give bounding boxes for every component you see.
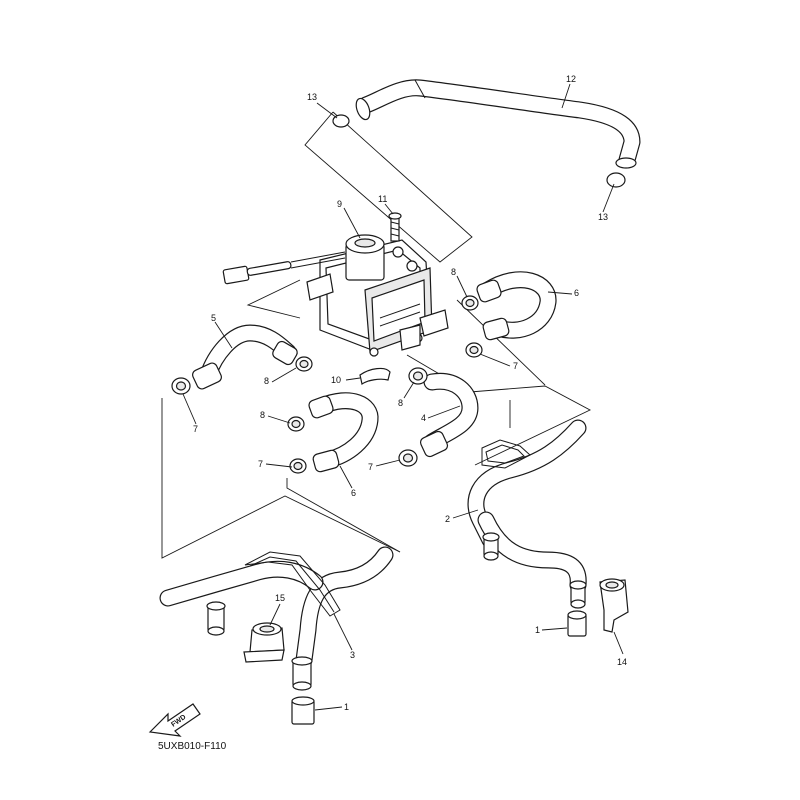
- callout-10: 10: [331, 375, 341, 385]
- clip-8-left: [295, 356, 313, 372]
- bolt-11: [388, 212, 402, 242]
- callout-9: 9: [337, 199, 342, 209]
- callout-2: 2: [445, 514, 450, 524]
- cap-1-right: [567, 610, 587, 637]
- callout-8: 8: [264, 376, 269, 386]
- callout-3: 3: [350, 650, 355, 660]
- callout-7: 7: [193, 424, 198, 434]
- pipe-3: [159, 546, 394, 691]
- clip-8-centre: [408, 367, 428, 385]
- hose-6-lower: [308, 392, 379, 473]
- callout-8: 8: [398, 398, 403, 408]
- callout-8: 8: [451, 267, 456, 277]
- clip-7-left: [171, 377, 191, 395]
- callout-1: 1: [535, 625, 540, 635]
- callout-11: 11: [378, 194, 387, 204]
- callout-7: 7: [258, 459, 263, 469]
- callout-7: 7: [513, 361, 518, 371]
- callout-14: 14: [617, 657, 627, 667]
- clip-8-upper-right: [461, 295, 479, 311]
- hose-12: [355, 79, 641, 169]
- bracket-14: [599, 578, 629, 633]
- connector-lead: [222, 251, 346, 285]
- callout-labels: 12 13 13 11 9 8 6 5 8 7 10 7 8 8 4 7 7 6…: [193, 74, 627, 712]
- callout-13: 13: [307, 92, 317, 102]
- forward-arrow-icon: FWD: [148, 703, 201, 737]
- pipe-2: [467, 419, 587, 609]
- hose-4: [419, 372, 479, 458]
- callout-13: 13: [598, 212, 608, 222]
- callout-1: 1: [344, 702, 349, 712]
- clip-7-upper-right: [465, 342, 483, 358]
- callout-6: 6: [574, 288, 579, 298]
- callout-4: 4: [421, 413, 426, 423]
- plate-10: [359, 367, 391, 385]
- hose-5: [192, 324, 298, 390]
- callout-7: 7: [368, 462, 373, 472]
- air-induction-valve-9: [306, 234, 449, 357]
- drawing-code: 5UXB010-F110: [158, 741, 227, 752]
- leader-lines: [182, 83, 624, 711]
- callout-8: 8: [260, 410, 265, 420]
- callout-5: 5: [211, 313, 216, 323]
- cap-1-left: [291, 696, 315, 725]
- clip-7-lower-left: [289, 458, 307, 474]
- hose-6-upper: [476, 271, 557, 341]
- callout-6: 6: [351, 488, 356, 498]
- callout-15: 15: [275, 593, 285, 603]
- clip-8-lower-left: [287, 416, 305, 432]
- clip-7-centre: [398, 449, 418, 467]
- bracket-15: [243, 622, 285, 663]
- plug-13-right: [606, 172, 626, 188]
- callout-12: 12: [566, 74, 576, 84]
